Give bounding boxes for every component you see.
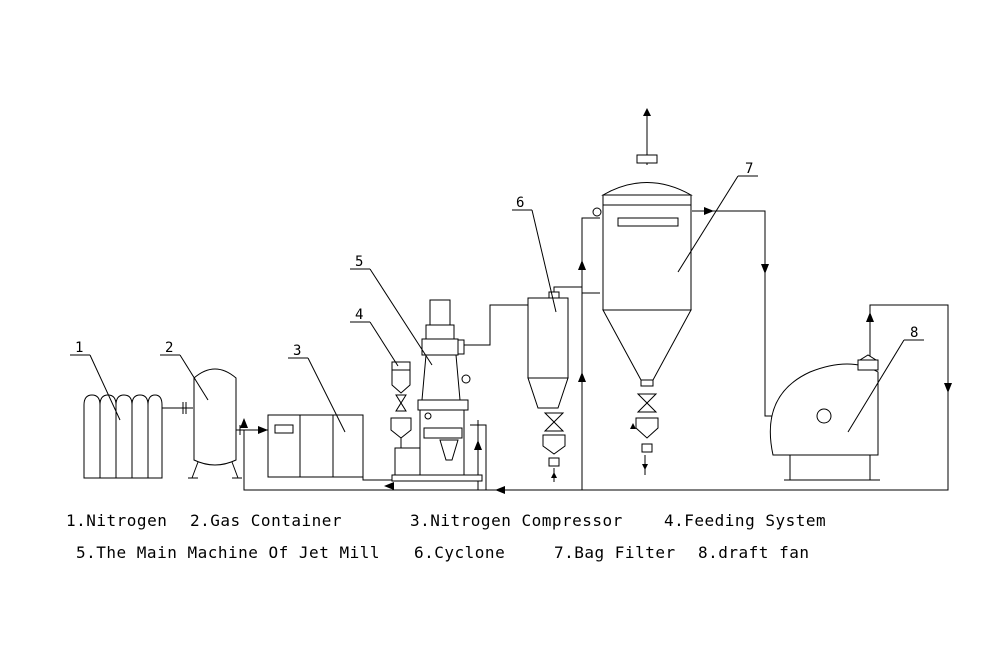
legend-item-4: 4.Feeding System: [664, 511, 826, 530]
jet-mill-main-machine: [391, 299, 483, 482]
flow-arrow: [474, 440, 482, 450]
flow-arrow: [944, 383, 952, 393]
component-number-labels: 1 2 3 4 5 6 7 8: [70, 161, 924, 433]
nitrogen-cylinders: [83, 394, 193, 479]
flow-arrow: [630, 423, 636, 429]
label-8: 8: [910, 325, 918, 341]
flow-arrow: [384, 482, 394, 490]
label-7: 7: [745, 161, 753, 177]
legend-item-1: 1.Nitrogen: [66, 511, 167, 530]
flow-arrow: [551, 472, 557, 478]
gas-container: [188, 368, 244, 479]
label-5: 5: [355, 254, 363, 270]
flow-arrow: [495, 486, 505, 494]
legend-item-3: 3.Nitrogen Compressor: [410, 511, 623, 530]
label-1: 1: [75, 340, 83, 356]
nitrogen-compressor: [267, 414, 364, 478]
legend-item-6: 6.Cyclone: [414, 543, 505, 562]
label-3: 3: [293, 343, 301, 359]
legend-item-7: 7.Bag Filter: [554, 543, 676, 562]
flow-arrow: [866, 312, 874, 322]
flow-arrow: [240, 418, 248, 428]
flow-arrow: [578, 260, 586, 270]
draft-fan: [769, 354, 880, 481]
flow-arrow: [704, 207, 714, 215]
legend-item-5: 5.The Main Machine Of Jet Mill: [76, 543, 380, 562]
label-6: 6: [516, 195, 524, 211]
label-2: 2: [165, 340, 173, 356]
legend: 1.Nitrogen 2.Gas Container 3.Nitrogen Co…: [66, 511, 826, 562]
bag-filter: [592, 108, 693, 453]
legend-item-2: 2.Gas Container: [190, 511, 342, 530]
label-4: 4: [355, 307, 363, 323]
legend-item-8: 8.draft fan: [698, 543, 809, 562]
flow-arrow: [642, 464, 648, 470]
flow-arrow: [578, 372, 586, 382]
flow-arrows: [240, 207, 952, 494]
feeding-system: [390, 361, 412, 448]
cyclone: [527, 291, 569, 467]
flow-arrow: [761, 264, 769, 274]
flow-arrow: [258, 426, 268, 434]
